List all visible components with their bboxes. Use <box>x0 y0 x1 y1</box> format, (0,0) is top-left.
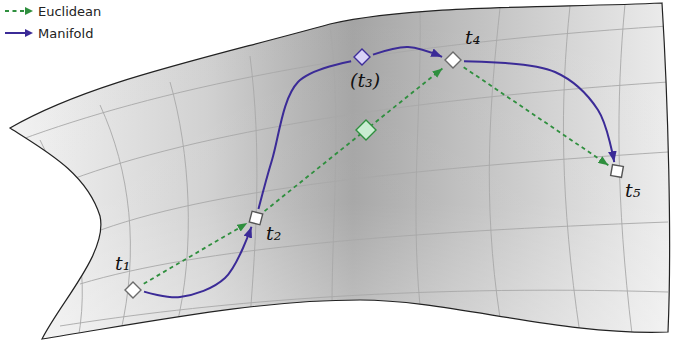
manifold-arrow <box>373 47 442 57</box>
grid-line <box>80 222 668 284</box>
time-point: t₁ <box>124 281 142 299</box>
diamond-marker <box>354 49 370 65</box>
time-point: t₅ <box>610 164 624 178</box>
surface-grid <box>20 4 668 340</box>
grid-line <box>80 152 668 238</box>
grid-line <box>563 6 580 334</box>
legend-line <box>5 10 26 12</box>
euclidean-midpoint <box>356 120 376 140</box>
time-label: (t₃) <box>350 69 380 91</box>
grid-line <box>100 105 130 335</box>
euclidean-arrow <box>464 67 609 165</box>
time-label: t₁ <box>115 252 130 274</box>
time-label: t₄ <box>465 26 480 48</box>
euclidean-arrow <box>144 223 248 284</box>
legend-line <box>5 32 26 34</box>
point-marker <box>610 164 624 178</box>
manifold-arrow <box>258 61 351 209</box>
legend-entry: Euclidean <box>4 2 101 20</box>
legend-sample <box>4 27 34 39</box>
surface-fill <box>10 3 670 339</box>
legend-label: Euclidean <box>38 4 101 19</box>
legend-sample <box>4 5 34 17</box>
time-point: t₄ <box>444 51 462 69</box>
point-marker <box>249 211 263 225</box>
time-label: t₂ <box>266 222 281 244</box>
legend-entry: Manifold <box>4 24 93 42</box>
point-marker <box>353 48 371 66</box>
grid-line <box>40 140 82 340</box>
legend-arrow-head <box>25 7 33 15</box>
grid-line <box>416 10 420 306</box>
point-marker <box>124 281 142 299</box>
legend-label: Manifold <box>38 26 93 41</box>
grid-line <box>489 8 500 318</box>
time-label: t₅ <box>625 179 640 201</box>
surface-outline <box>10 3 670 339</box>
time-point: t₂ <box>249 211 263 225</box>
square-marker <box>249 211 262 224</box>
time-point: (t₃) <box>353 48 371 66</box>
manifold-arrow <box>144 227 251 297</box>
diamond-marker <box>125 282 141 298</box>
legend-arrow-head <box>25 29 33 37</box>
grid-line <box>170 82 188 328</box>
point-marker <box>444 51 462 69</box>
grid-line <box>250 56 257 318</box>
manifold-arrow <box>464 61 614 162</box>
diamond-marker <box>445 52 461 68</box>
square-marker <box>611 165 624 178</box>
surface-shade <box>10 3 670 339</box>
grid-line <box>330 26 336 305</box>
